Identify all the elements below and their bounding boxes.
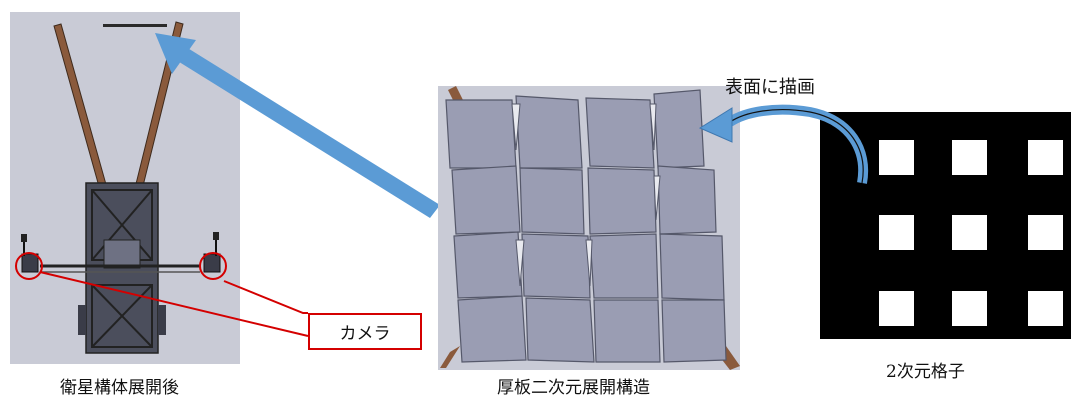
- camera-highlight-left: [15, 252, 43, 280]
- deployment-arrow: [155, 33, 440, 218]
- thick-panel-render: [438, 86, 740, 370]
- camera-label: カメラ: [339, 324, 391, 344]
- caption-satellite-deployed: 衛星構体展開後: [60, 378, 179, 398]
- camera-left: [21, 234, 39, 273]
- caption-grid-2d: 2次元格子: [886, 362, 965, 382]
- label-draw-on-surface: 表面に描画: [725, 77, 815, 98]
- draw-arrow: [698, 104, 869, 184]
- camera-callout-lines: [39, 271, 309, 337]
- grid-holes: [879, 140, 1063, 326]
- camera-label-box: カメラ: [308, 313, 422, 350]
- folded-panels: [445, 89, 727, 363]
- satellite-body: [78, 182, 166, 354]
- caption-thick-panel-structure: 厚板二次元展開構造: [497, 378, 650, 398]
- camera-highlight-right: [199, 252, 227, 280]
